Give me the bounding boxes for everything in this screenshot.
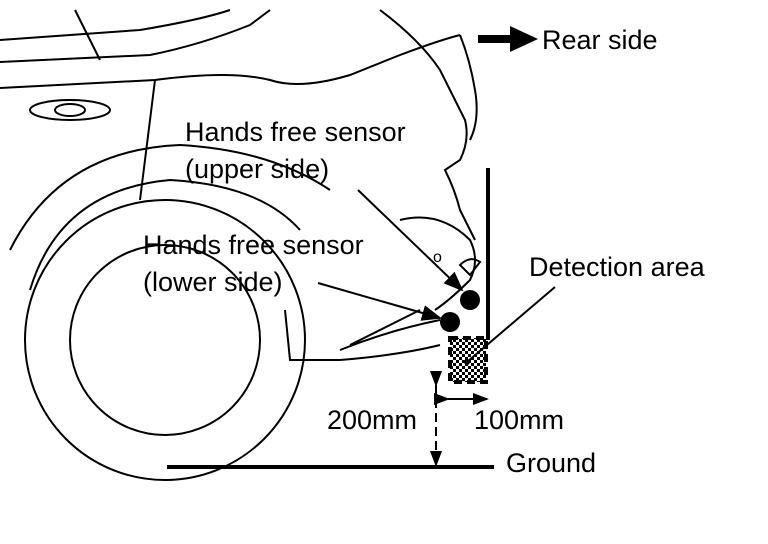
bumper-lower <box>284 309 441 361</box>
sensor-upper-dot <box>460 290 480 310</box>
wheel-arch-inner <box>29 178 301 291</box>
bumper-diffuser <box>339 309 441 351</box>
rear-direction-arrow <box>478 26 538 52</box>
door-handle-inner <box>54 103 86 117</box>
sensor-lower-label-line2: (lower side) <box>143 267 283 297</box>
quarter-panel <box>379 9 476 241</box>
sensor-lower-label-line1: Hands free sensor <box>143 230 364 260</box>
belt-line <box>0 34 461 89</box>
tire-inner <box>69 244 261 436</box>
bumper-side <box>399 216 476 311</box>
sensor-upper-label-line1: Hands free sensor <box>185 117 406 147</box>
arrow-right-icon <box>510 26 538 52</box>
leader-lower-sensor <box>317 282 442 321</box>
detection-area-leader-dot <box>464 359 470 365</box>
pillar-line <box>74 9 101 61</box>
sensor-upper-label-line2: (upper side) <box>185 154 329 184</box>
ground-label: Ground <box>506 448 596 478</box>
bumper-detail <box>458 258 482 277</box>
leader-detection-area <box>466 286 556 363</box>
roof-line <box>0 9 231 41</box>
window-line <box>0 9 271 63</box>
detection-area-label: Detection area <box>529 252 706 282</box>
depth-dimension-label: 100mm <box>474 405 564 435</box>
wheel-arch <box>9 143 331 251</box>
height-dimension-label: 200mm <box>327 405 417 435</box>
tire-outer <box>24 199 306 481</box>
bumper-mark: o <box>433 249 442 266</box>
rear-side-label: Rear side <box>542 25 658 55</box>
sensor-lower-dot <box>440 312 460 332</box>
rear-pillar <box>139 79 156 201</box>
detection-area <box>448 336 488 384</box>
vehicle-outline: o <box>0 9 482 481</box>
tail-lamp <box>459 34 478 141</box>
leader-upper-sensor <box>357 189 464 292</box>
door-handle <box>29 99 111 121</box>
